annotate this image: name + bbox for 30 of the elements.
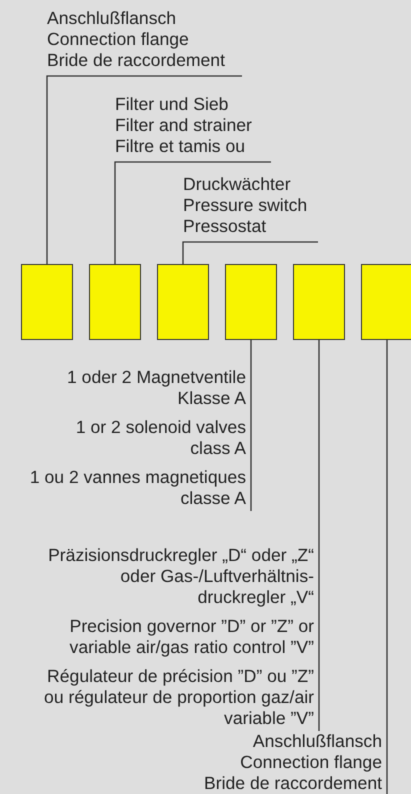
part-label: 1 ou 2 vannes magnetiques classe A <box>28 467 246 509</box>
part-label: 1 oder 2 Magnetventile Klasse A <box>66 367 246 409</box>
part-label: Bride de raccordement <box>47 50 226 71</box>
part-label: Precision governor ”D” or ”Z” or variable air/gas ratio control ”V” <box>68 616 314 658</box>
part-label: Connection flange <box>47 29 190 50</box>
leader-line <box>46 75 242 264</box>
part-label: Druckwächter <box>183 174 292 195</box>
part-label: Bride de raccordement <box>203 773 382 794</box>
part-label: Filter und Sieb <box>115 94 230 115</box>
leader-line <box>250 340 252 511</box>
part-label: Präzisionsdruckregler „D“ oder „Z“ oder Gas-/Luftverhältnis- druckregler „V“ <box>47 545 314 608</box>
component-block <box>89 264 141 340</box>
part-label: Régulateur de précision ”D” ou ”Z” ou régulateur de proportion gaz/air variable ”V” <box>43 666 314 729</box>
part-label: Connection flange <box>239 752 382 773</box>
component-block <box>21 264 73 340</box>
leader-line <box>318 340 320 731</box>
component-block <box>157 264 209 340</box>
component-block <box>293 264 345 340</box>
part-label: Pressure switch <box>183 195 308 216</box>
part-label: Filtre et tamis ou <box>115 136 246 157</box>
component-block <box>225 264 277 340</box>
part-label: Anschlußflansch <box>47 8 178 29</box>
leader-line <box>386 340 388 794</box>
part-label: Filter and strainer <box>115 115 253 136</box>
part-label: Pressostat <box>183 216 268 237</box>
leader-line <box>114 161 271 264</box>
leader-line <box>182 241 318 264</box>
component-block <box>361 264 411 340</box>
part-label: 1 or 2 solenoid valves class A <box>74 417 246 459</box>
part-label: Anschlußflansch <box>252 731 382 752</box>
